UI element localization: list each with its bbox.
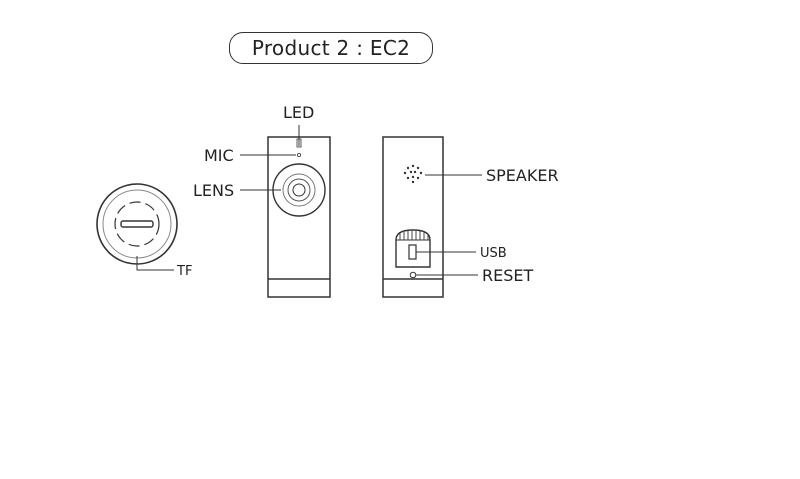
led-label: LED	[283, 103, 314, 122]
back-view	[382, 136, 482, 298]
lens-ring	[282, 173, 316, 207]
mic-label: MIC	[204, 146, 234, 165]
mic-hole	[296, 152, 301, 157]
tf-label: TF	[176, 264, 192, 279]
usb-port-housing	[395, 229, 431, 268]
camera-base-inner-circle	[102, 189, 172, 259]
front-view	[240, 125, 331, 298]
lens-center	[292, 183, 306, 197]
lens-label: LENS	[193, 181, 234, 200]
reset-label: RESET	[482, 266, 533, 285]
lens-ring-inner	[287, 178, 311, 202]
tf-dashed-ring	[114, 201, 160, 247]
led-indicator	[296, 138, 302, 148]
usb-port-ribs	[396, 231, 430, 241]
product-title: Product 2 : EC2	[229, 32, 433, 64]
usb-label: USB	[480, 246, 507, 261]
tf-leader-line	[136, 256, 174, 271]
camera-base-circle	[96, 183, 178, 265]
usb-connector	[408, 244, 417, 260]
speaker-label: SPEAKER	[486, 166, 559, 185]
reset-button	[409, 271, 417, 279]
tf-card-slot	[120, 220, 154, 228]
tf-slot-view	[96, 183, 178, 271]
front-body	[267, 136, 331, 298]
speaker-grille	[403, 164, 423, 184]
back-body	[382, 136, 444, 298]
